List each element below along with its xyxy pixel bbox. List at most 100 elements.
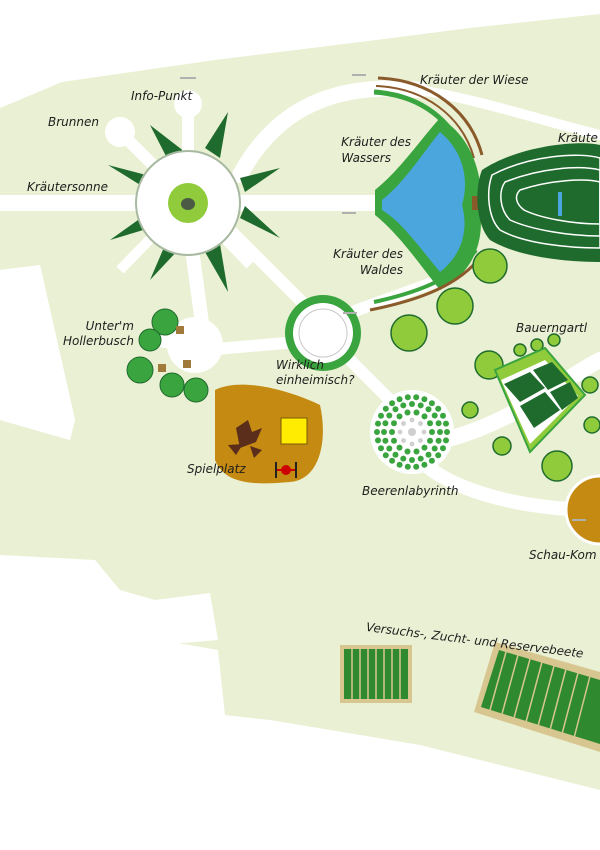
berry-bush-dot [389, 429, 395, 435]
swing [275, 462, 297, 478]
label-kraeutersonne: Kräutersonne [27, 180, 108, 194]
berry-bush-dot [417, 402, 424, 409]
berry-bush-dot [392, 406, 399, 413]
label-brunnen: Brunnen [48, 115, 99, 129]
berry-bush-dot [431, 412, 438, 419]
berry-bush-dot [409, 417, 415, 423]
berry-bush-dot [431, 445, 438, 452]
berry-bush-dot [421, 413, 428, 420]
berry-bush-dot [382, 405, 389, 412]
berry-bush-dot [382, 452, 389, 459]
berry-bush-dot [435, 452, 442, 459]
berry-bush-dot [421, 461, 428, 468]
label-spielplatz: Spielplatz [187, 462, 246, 476]
sandbox [280, 417, 308, 445]
berry-bush-dot [401, 421, 406, 426]
brunnen-marker [105, 117, 135, 147]
berry-bush-dot [409, 401, 415, 407]
berry-bush-dot [440, 412, 446, 419]
label-schau-kom: Schau-Kom [529, 548, 597, 562]
path-wiese-top [415, 85, 600, 140]
berry-bush-dot [389, 457, 396, 464]
berry-bush-dot [397, 429, 403, 435]
berry-bush-dot [375, 437, 381, 444]
berry-bush-dot [396, 461, 403, 468]
berry-bush-dot [409, 441, 415, 447]
berry-bush-dot [444, 429, 450, 435]
label-kraeuter-cut: Kräute [558, 131, 598, 145]
info-punkt-marker [174, 90, 202, 118]
berry-bush-dot [400, 402, 407, 409]
berry-bush-dot [417, 455, 424, 462]
berry-bush-dot [391, 437, 397, 444]
playground-tree [228, 420, 262, 458]
berry-bush-dot [401, 438, 406, 443]
label-kraeuter-des-wassers-2: Wassers [341, 151, 391, 165]
label-bauerngartl: Bauerngartl [516, 321, 588, 335]
path-arc-north [232, 80, 428, 183]
east-shrubs [390, 248, 600, 482]
label-kraeuter-des-wassers-1: Kräuter des [341, 135, 411, 149]
berry-bush-dot [389, 400, 396, 407]
berry-bush-dot [413, 394, 420, 401]
berry-bush-dot [427, 420, 433, 427]
label-kraeuter-des-waldes-2: Waldes [359, 263, 403, 277]
berry-bush-dot [425, 451, 432, 458]
berry-bush-dot [404, 448, 411, 455]
label-hollerbusch: Hollerbusch [62, 334, 134, 348]
berry-bush-dot [435, 405, 442, 412]
wasser-pond [382, 132, 466, 272]
label-kraeuter-des-waldes-1: Kräuter des [333, 247, 403, 261]
schau-kom-area [564, 474, 600, 546]
berry-bush-dot [413, 448, 420, 455]
label-info-punkt: Info-Punkt [131, 89, 193, 103]
label-kraeuter-der-wiese: Kräuter der Wiese [420, 73, 529, 87]
berry-bush-dot [409, 457, 415, 463]
label-unterm: Unter'm [85, 319, 134, 333]
berry-bush-dot [425, 406, 432, 413]
berry-bush-dot [435, 420, 442, 427]
berry-bush-dot [440, 445, 446, 452]
berry-bush-dot [396, 444, 403, 451]
berry-bush-dot [396, 413, 403, 420]
berry-bush-dot [375, 420, 381, 427]
label-wirklich: Wirklich [276, 358, 324, 372]
beeren-dots [374, 394, 450, 470]
berry-bush-dot [437, 429, 443, 435]
berry-bush-dot [396, 396, 403, 403]
berry-bush-dot [382, 420, 389, 427]
berry-bush-dot [404, 409, 411, 416]
berry-bush-dot [421, 396, 428, 403]
berry-bush-dot [404, 463, 411, 470]
berry-bush-dot [382, 437, 389, 444]
berry-bush-dot [378, 412, 384, 419]
berry-bush-dot [421, 444, 428, 451]
berry-bush-dot [391, 420, 397, 427]
berry-bush-dot [374, 429, 380, 435]
hollerbusch-shrubs [126, 308, 209, 403]
berry-bush-dot [418, 421, 423, 426]
wiese-fence [377, 76, 484, 156]
berry-bush-dot [421, 429, 427, 435]
label-einheimisch: einheimisch? [276, 373, 355, 387]
berry-bush-dot [428, 400, 435, 407]
building-left [0, 265, 75, 440]
building-bottom [155, 593, 218, 645]
berry-bush-dot [386, 445, 393, 452]
berry-bush-dot [400, 455, 407, 462]
versuchsbeet-small [340, 645, 412, 703]
berry-bush-dot [392, 451, 399, 458]
berry-bush-dot [443, 420, 449, 427]
spielplatz-area [215, 384, 323, 484]
berry-bush-dot [427, 437, 433, 444]
berry-bush-dot [443, 437, 449, 444]
versuchsbeet-large [474, 642, 600, 752]
berry-bush-dot [418, 438, 423, 443]
kraeuter-terraced-bed [477, 143, 600, 262]
berry-bush-dot [435, 437, 442, 444]
berry-bush-dot [378, 445, 384, 452]
berry-bush-dot [413, 463, 420, 470]
berry-bush-dot [386, 412, 393, 419]
